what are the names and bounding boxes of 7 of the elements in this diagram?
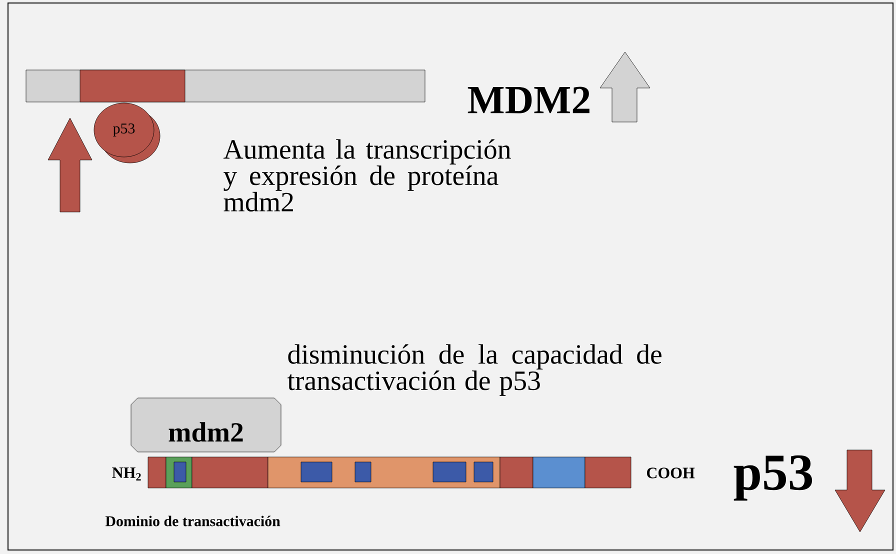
text-label: Aumenta la transcripción y expresión de proteína mdm2 [223, 139, 511, 212]
text-label: Dominio de transactivación [105, 516, 280, 526]
text-label: MDM2 [468, 86, 590, 114]
text-label: disminución de la capacidad de transactivación de p53 [287, 344, 662, 396]
text-label: NH$_{2}$ [112, 467, 141, 480]
text-label: COOH [646, 468, 695, 478]
text-label: p53 [734, 455, 812, 501]
